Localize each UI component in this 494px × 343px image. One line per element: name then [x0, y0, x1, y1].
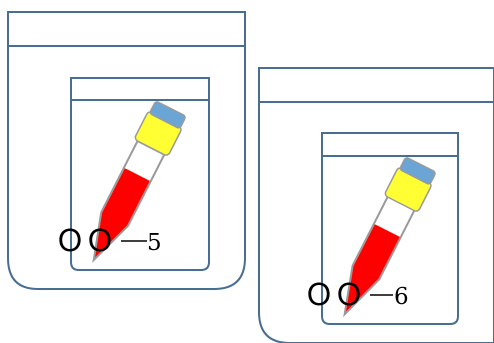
- blood-tube-1: [92, 101, 186, 263]
- specimen-2-number: 6: [394, 284, 409, 310]
- specimen-bag-2: ＯＯ 6: [258, 67, 494, 343]
- specimen-1-circles: ＯＯ: [55, 224, 115, 259]
- specimen-1-number: 5: [147, 230, 162, 256]
- tube-2-blood: [345, 224, 400, 312]
- specimen-2-circles: ＯＯ: [304, 278, 364, 313]
- blood-tube-2: [343, 157, 436, 318]
- tube-1-cap-blue: [149, 101, 186, 129]
- tube-2-cap-blue: [399, 157, 436, 185]
- specimen-bag-1: ＯＯ 5: [7, 11, 246, 290]
- tube-1-blood: [95, 168, 150, 258]
